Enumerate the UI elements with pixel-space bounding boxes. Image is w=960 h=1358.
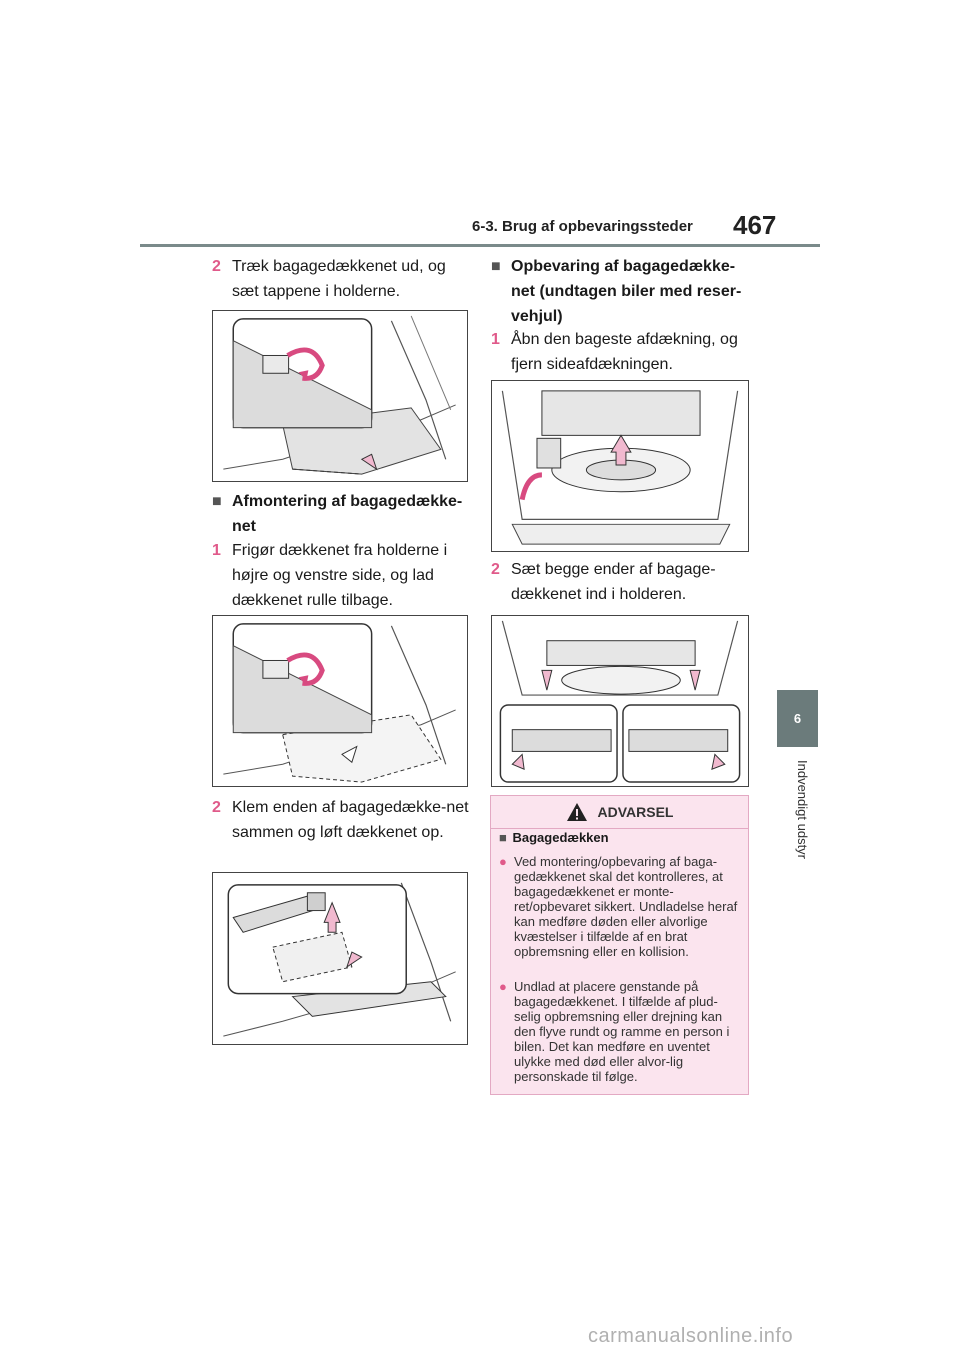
chapter-label: Indvendigt udstyr [795,760,810,860]
warning-triangle-icon [566,803,587,821]
step-2-insert-cover: 2 Sæt begge ender af bagage-dækkenet ind… [491,557,753,607]
subtitle-marker: ■ [499,830,507,845]
warning-item-text: Ved montering/opbevaring af baga-gedække… [514,854,738,959]
warning-item-text: Undlad at placere genstande på bagagedæk… [514,979,730,1084]
warning-header: ADVARSEL [491,796,748,829]
step-text: Åbn den bageste afdækning, og fjern side… [511,331,738,373]
step-2-squeeze-cover: 2 Klem enden af bagagedække-net sammen o… [212,795,472,845]
warning-item: ● Ved montering/opbevaring af baga-gedæk… [499,854,742,959]
cargo-cover-release-svg [223,623,456,783]
bullet-icon: ● [499,979,507,994]
cargo-cover-lift-svg [223,882,456,1037]
heading-text: Afmontering af bagagedække-net [232,493,463,535]
section-title: 6-3. Brug af opbevaringssteder [472,218,693,235]
step-number: 1 [212,542,221,559]
watermark: carmanualsonline.info [588,1325,794,1347]
chapter-tab: 6 [777,690,818,747]
illustration-pull-cover [212,310,468,482]
step-text: Sæt begge ender af bagage-dækkenet ind i… [511,561,716,603]
subtitle-text: Bagagedækken [512,830,609,845]
page-number: 467 [733,210,777,240]
illustration-insert-holder [491,615,749,787]
step-text: Klem enden af bagagedække-net sammen og … [232,799,469,841]
step-1-release-cover: 1 Frigør dækkenet fra holderne i højre o… [212,538,472,613]
step-text: Frigør dækkenet fra holderne i højre og … [232,542,448,609]
step-number: 2 [212,799,221,816]
warning-box: ADVARSEL ■ Bagagedækken ● Ved montering/… [490,795,749,1095]
step-number: 2 [491,561,500,578]
cargo-floor-open-svg [501,390,739,545]
cargo-cover-pull-svg [223,315,456,475]
warning-subtitle: ■ Bagagedækken [499,830,609,845]
heading-removal: ■ Afmontering af bagagedække-net [212,489,472,539]
warning-title: ADVARSEL [597,804,674,820]
header-divider [140,244,820,247]
step-number: 2 [212,258,221,275]
warning-item: ● Undlad at placere genstande på bagaged… [499,979,742,1084]
heading-storage: ■ Opbevaring af bagagedække-net (undtage… [491,254,753,329]
illustration-lift-cover [212,872,468,1045]
illustration-release-cover [212,615,468,787]
heading-marker: ■ [212,493,222,510]
heading-text: Opbevaring af bagagedække-net (undtagen … [511,258,742,325]
step-text: Træk bagagedækkenet ud, og sæt tappene i… [232,258,446,300]
bullet-icon: ● [499,854,507,869]
step-1-open-cover: 1 Åbn den bageste afdækning, og fjern si… [491,327,753,377]
step-number: 1 [491,331,500,348]
illustration-open-floor [491,380,749,552]
step-2-pull-cover: 2 Træk bagagedækkenet ud, og sæt tappene… [212,254,472,304]
cargo-holder-insert-svg [499,620,741,783]
heading-marker: ■ [491,258,501,275]
